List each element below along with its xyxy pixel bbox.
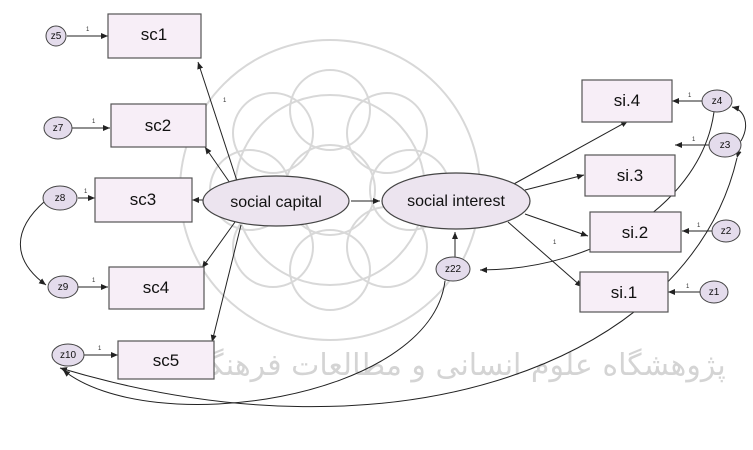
node-z5: z5 xyxy=(45,25,67,47)
node-sc1: sc1 xyxy=(107,13,202,59)
svg-text:si.4: si.4 xyxy=(614,91,640,110)
watermark-text: پژوهشگاه علوم انسانی و مطالعات فرهنگی xyxy=(184,348,726,383)
observed-variables: sc1 sc2 sc3 sc4 sc5 si.4 si.3 si.2 xyxy=(94,13,682,380)
latent-variables: social capital social interest xyxy=(202,172,531,230)
svg-text:1: 1 xyxy=(86,27,90,33)
cov-z3-z10 xyxy=(59,150,742,408)
svg-text:si.1: si.1 xyxy=(611,283,637,302)
node-sc5: sc5 xyxy=(117,340,215,380)
svg-text:sc5: sc5 xyxy=(153,351,179,370)
svg-text:1: 1 xyxy=(223,98,227,104)
svg-text:si.3: si.3 xyxy=(617,166,643,185)
svg-text:1: 1 xyxy=(688,93,692,99)
node-sc4: sc4 xyxy=(108,266,205,310)
svg-text:z8: z8 xyxy=(55,193,66,204)
node-z4: z4 xyxy=(701,89,733,113)
path-si-si1 xyxy=(507,221,583,288)
node-si4: si.4 xyxy=(581,79,673,123)
svg-text:sc1: sc1 xyxy=(141,25,167,44)
node-si2: si.2 xyxy=(589,211,682,253)
error-terms: z5 z7 z8 z9 z10 z22 z4 z3 xyxy=(42,25,742,367)
svg-text:1: 1 xyxy=(92,119,96,125)
node-z8: z8 xyxy=(42,185,78,211)
svg-text:social interest: social interest xyxy=(407,193,505,210)
node-sc2: sc2 xyxy=(110,103,207,148)
node-z2: z2 xyxy=(711,219,741,243)
svg-text:z10: z10 xyxy=(60,350,77,361)
svg-text:z1: z1 xyxy=(709,287,720,298)
svg-text:z4: z4 xyxy=(712,96,723,107)
node-z9: z9 xyxy=(47,275,79,299)
cov-z8-z9 xyxy=(20,194,53,286)
svg-text:sc2: sc2 xyxy=(145,116,171,135)
svg-text:sc4: sc4 xyxy=(143,278,169,297)
node-z10: z10 xyxy=(51,343,85,367)
node-social-interest: social interest xyxy=(381,172,531,230)
svg-text:1: 1 xyxy=(697,223,701,229)
node-z3: z3 xyxy=(708,132,742,158)
path-si-si3 xyxy=(524,173,585,191)
path-si-si2 xyxy=(524,213,589,237)
svg-text:1: 1 xyxy=(686,284,690,290)
cov-z3-z4 xyxy=(731,105,747,149)
svg-text:1: 1 xyxy=(92,278,96,284)
svg-text:z2: z2 xyxy=(721,226,732,237)
svg-text:z7: z7 xyxy=(53,123,64,134)
path-sc-sc4 xyxy=(201,221,236,269)
node-sc3: sc3 xyxy=(94,177,193,223)
svg-text:sc3: sc3 xyxy=(130,190,156,209)
svg-text:z22: z22 xyxy=(445,264,462,275)
svg-text:z3: z3 xyxy=(720,140,731,151)
svg-text:1: 1 xyxy=(98,346,102,352)
path-sc-sc5 xyxy=(210,224,242,343)
node-si3: si.3 xyxy=(584,154,676,197)
svg-text:si.2: si.2 xyxy=(622,223,648,242)
node-social-capital: social capital xyxy=(202,175,350,227)
svg-text:z9: z9 xyxy=(58,282,69,293)
svg-text:social capital: social capital xyxy=(230,194,322,211)
svg-text:1: 1 xyxy=(692,137,696,143)
path-weight-marks: 1 1 1 1 1 1 1 1 1 1 1 xyxy=(84,27,701,352)
path-sc-sc2 xyxy=(204,146,231,184)
svg-text:1: 1 xyxy=(553,240,557,246)
node-z1: z1 xyxy=(699,280,729,304)
node-z7: z7 xyxy=(43,116,73,140)
node-si1: si.1 xyxy=(579,271,669,313)
svg-text:1: 1 xyxy=(84,189,88,195)
svg-text:z5: z5 xyxy=(51,31,62,42)
node-z22: z22 xyxy=(435,256,471,282)
